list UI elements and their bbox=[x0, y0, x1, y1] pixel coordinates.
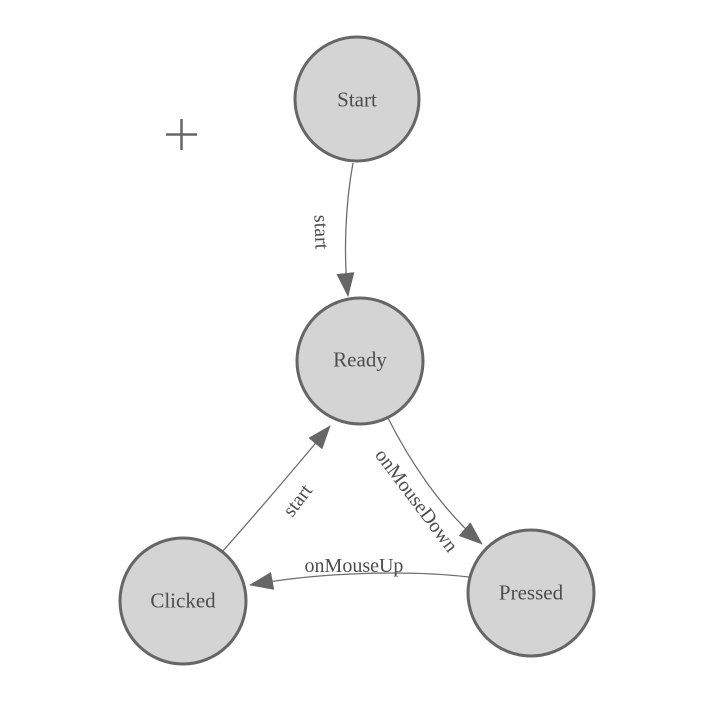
node-ready-circle[interactable] bbox=[295, 296, 425, 426]
node-clicked: Clicked bbox=[118, 536, 248, 666]
node-start-circle[interactable] bbox=[293, 35, 421, 163]
node-ready-label: Ready bbox=[333, 347, 387, 371]
edge-label-clicked-to-ready: start bbox=[279, 480, 318, 521]
edge-ready-to-pressed: onMouseDown bbox=[370, 417, 483, 557]
edge-start-to-ready-path[interactable] bbox=[336, 162, 355, 297]
node-ready: Ready bbox=[295, 296, 425, 426]
edge-label-start-to-ready: start bbox=[309, 214, 332, 250]
edge-clicked-to-ready-path[interactable] bbox=[221, 425, 331, 553]
edge-pressed-to-clicked-path[interactable] bbox=[249, 572, 470, 590]
edge-label-ready-to-pressed: onMouseDown bbox=[370, 445, 462, 557]
node-start-label: Start bbox=[337, 87, 377, 111]
edge-pressed-to-clicked: onMouseUp bbox=[249, 555, 470, 590]
plus-crosshair-icon bbox=[166, 119, 197, 150]
node-clicked-label: Clicked bbox=[150, 588, 216, 612]
node-start: Start bbox=[293, 35, 421, 163]
edge-ready-to-pressed-path[interactable] bbox=[387, 417, 483, 545]
edge-label-pressed-to-clicked: onMouseUp bbox=[305, 555, 404, 577]
edge-clicked-to-ready: start bbox=[221, 425, 331, 553]
node-pressed: Pressed bbox=[466, 528, 596, 658]
node-clicked-circle[interactable] bbox=[118, 536, 248, 666]
edge-start-to-ready: start bbox=[309, 162, 355, 297]
node-pressed-circle[interactable] bbox=[466, 528, 596, 658]
node-pressed-label: Pressed bbox=[499, 580, 564, 604]
